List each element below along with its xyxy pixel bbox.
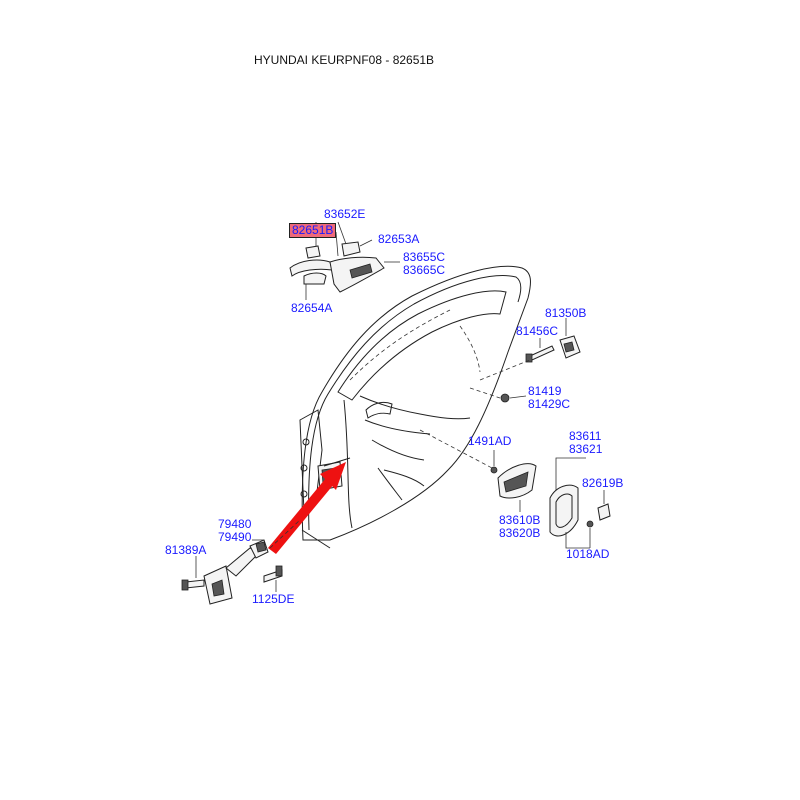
part-label-1125DE[interactable]: 1125DE	[252, 592, 295, 606]
door-checker-assembly	[181, 519, 301, 605]
inside-handle-assembly	[419, 429, 611, 549]
part-label-82651B-highlighted[interactable]: 82651B	[289, 223, 337, 238]
part-label-83620B[interactable]: 83620B	[499, 526, 541, 540]
part-label-1491AD[interactable]: 1491AD	[468, 434, 512, 448]
part-label-79480[interactable]: 79480	[218, 517, 252, 531]
highlight-arrow	[268, 457, 351, 554]
part-label-83655C[interactable]: 83655C	[403, 250, 446, 264]
part-label-83621[interactable]: 83621	[569, 442, 603, 456]
part-label-82653A[interactable]: 82653A	[378, 232, 420, 246]
page-title: HYUNDAI KEURPNF08 - 82651B	[254, 53, 435, 67]
outside-handle-assembly	[289, 221, 400, 300]
part-label-81389A[interactable]: 81389A	[165, 543, 207, 557]
part-label-82654A[interactable]: 82654A	[291, 301, 333, 315]
part-label-82619B[interactable]: 82619B	[582, 476, 624, 490]
part-label-83611[interactable]: 83611	[569, 429, 602, 443]
clip-81419	[469, 387, 527, 403]
part-label-83665C[interactable]: 83665C	[403, 263, 446, 277]
part-label-81350B[interactable]: 81350B	[545, 306, 587, 320]
door-panel	[299, 265, 531, 549]
part-label-81419[interactable]: 81419	[528, 384, 562, 398]
part-label-83610B[interactable]: 83610B	[499, 513, 541, 527]
part-label-79490[interactable]: 79490	[218, 530, 252, 544]
part-label-83652E[interactable]: 83652E	[324, 207, 366, 221]
part-label-81429C[interactable]: 81429C	[528, 397, 571, 411]
part-label-81456C[interactable]: 81456C	[516, 324, 559, 338]
striker-assembly	[479, 318, 581, 381]
part-label-1018AD[interactable]: 1018AD	[566, 547, 610, 561]
